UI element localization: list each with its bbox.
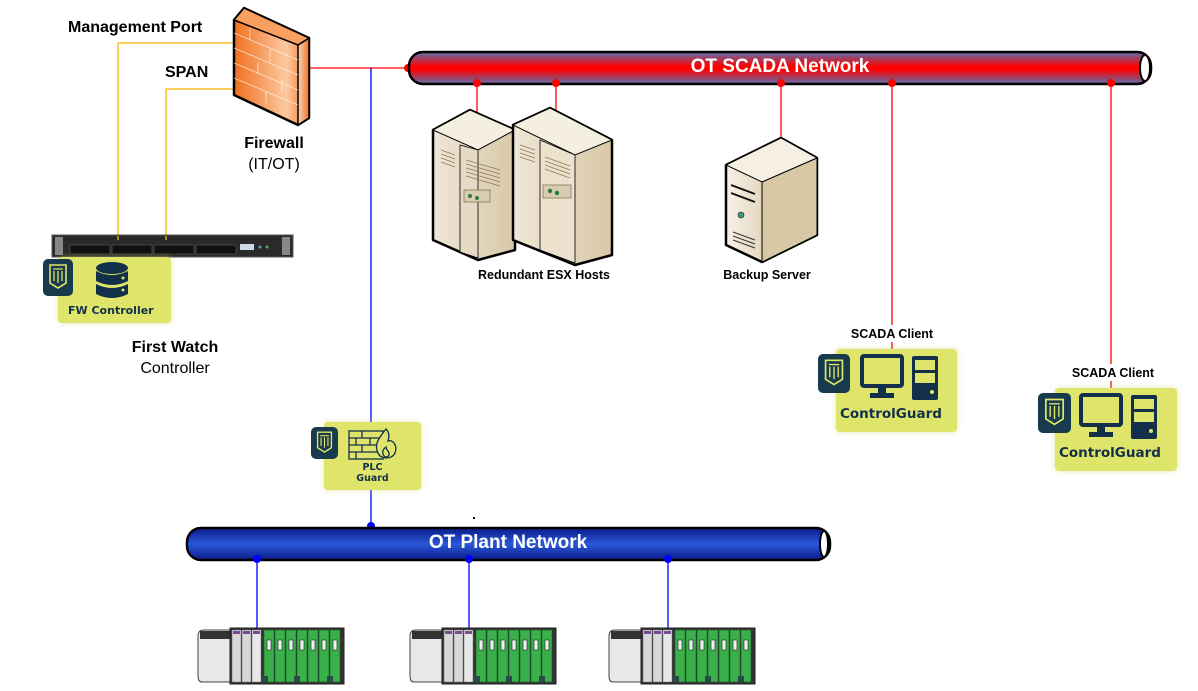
- backup-server-icon: [724, 136, 819, 264]
- plant-drop-2: [465, 555, 473, 628]
- scada-network-label: OT SCADA Network: [690, 56, 870, 77]
- scada-drop-backup: [777, 79, 785, 137]
- scada-drop-esx-2: [552, 79, 560, 110]
- workstation-icon: [1079, 393, 1157, 439]
- span-label: SPAN: [165, 64, 209, 81]
- firewall-subtitle: (IT/OT): [248, 156, 300, 173]
- esx-hosts-label: Redundant ESX Hosts: [478, 268, 610, 282]
- database-icon: [96, 262, 128, 298]
- plc-guard-label: PLC Guard: [324, 462, 421, 484]
- management-port-label: Management Port: [68, 19, 203, 36]
- plant-drop-3: [664, 555, 672, 628]
- scada-client-label: SCADA Client: [850, 327, 934, 341]
- scada-client-label: SCADA Client: [1071, 366, 1155, 380]
- rack-server-icon: [51, 234, 294, 258]
- firewall-title: Firewall: [244, 135, 304, 152]
- plc-guard-line1: PLC: [362, 462, 383, 473]
- plant-drop-1: [253, 555, 261, 628]
- management-port-link: [117, 42, 233, 236]
- controlguard-label: ControlGuard: [1059, 445, 1161, 461]
- controlguard-badge: ControlGuard: [836, 349, 957, 432]
- plant-network-pipe: [185, 526, 832, 562]
- first-watch-subtitle: Controller: [140, 360, 210, 377]
- span-link: [165, 88, 237, 236]
- firewall-to-scada-link: [310, 64, 412, 72]
- scada-drop-client-1: [888, 79, 896, 352]
- stray-dot: [473, 517, 475, 519]
- first-watch-title: First Watch: [131, 339, 219, 356]
- backup-server-label: Backup Server: [723, 268, 811, 282]
- fw-controller-badge: FW Controller: [58, 257, 171, 323]
- scada-drop-esx-1: [473, 79, 481, 115]
- plc-rack-icon: [608, 627, 756, 685]
- esx-host-icon: [511, 106, 614, 267]
- shield-logo-icon: [1038, 393, 1071, 433]
- plc-guard-badge: PLC Guard: [324, 422, 421, 490]
- plc-rack-icon: [409, 627, 557, 685]
- esx-host-icon: [431, 108, 517, 262]
- plant-network-label: OT Plant Network: [428, 532, 588, 553]
- shield-logo-icon: [43, 259, 73, 296]
- fw-controller-label: FW Controller: [68, 304, 154, 317]
- controlguard-badge: ControlGuard: [1055, 388, 1177, 471]
- plc-rack-icon: [197, 627, 345, 685]
- firewall-icon: [232, 6, 311, 127]
- workstation-icon: [860, 354, 938, 400]
- scada-network-pipe: [407, 50, 1153, 86]
- scada-drop-client-2: [1107, 79, 1115, 390]
- controlguard-label: ControlGuard: [840, 406, 942, 422]
- brick-flame-icon: [348, 428, 397, 460]
- shield-logo-icon: [818, 354, 850, 393]
- shield-logo-icon: [311, 427, 338, 459]
- plc-guard-line2: Guard: [356, 473, 389, 484]
